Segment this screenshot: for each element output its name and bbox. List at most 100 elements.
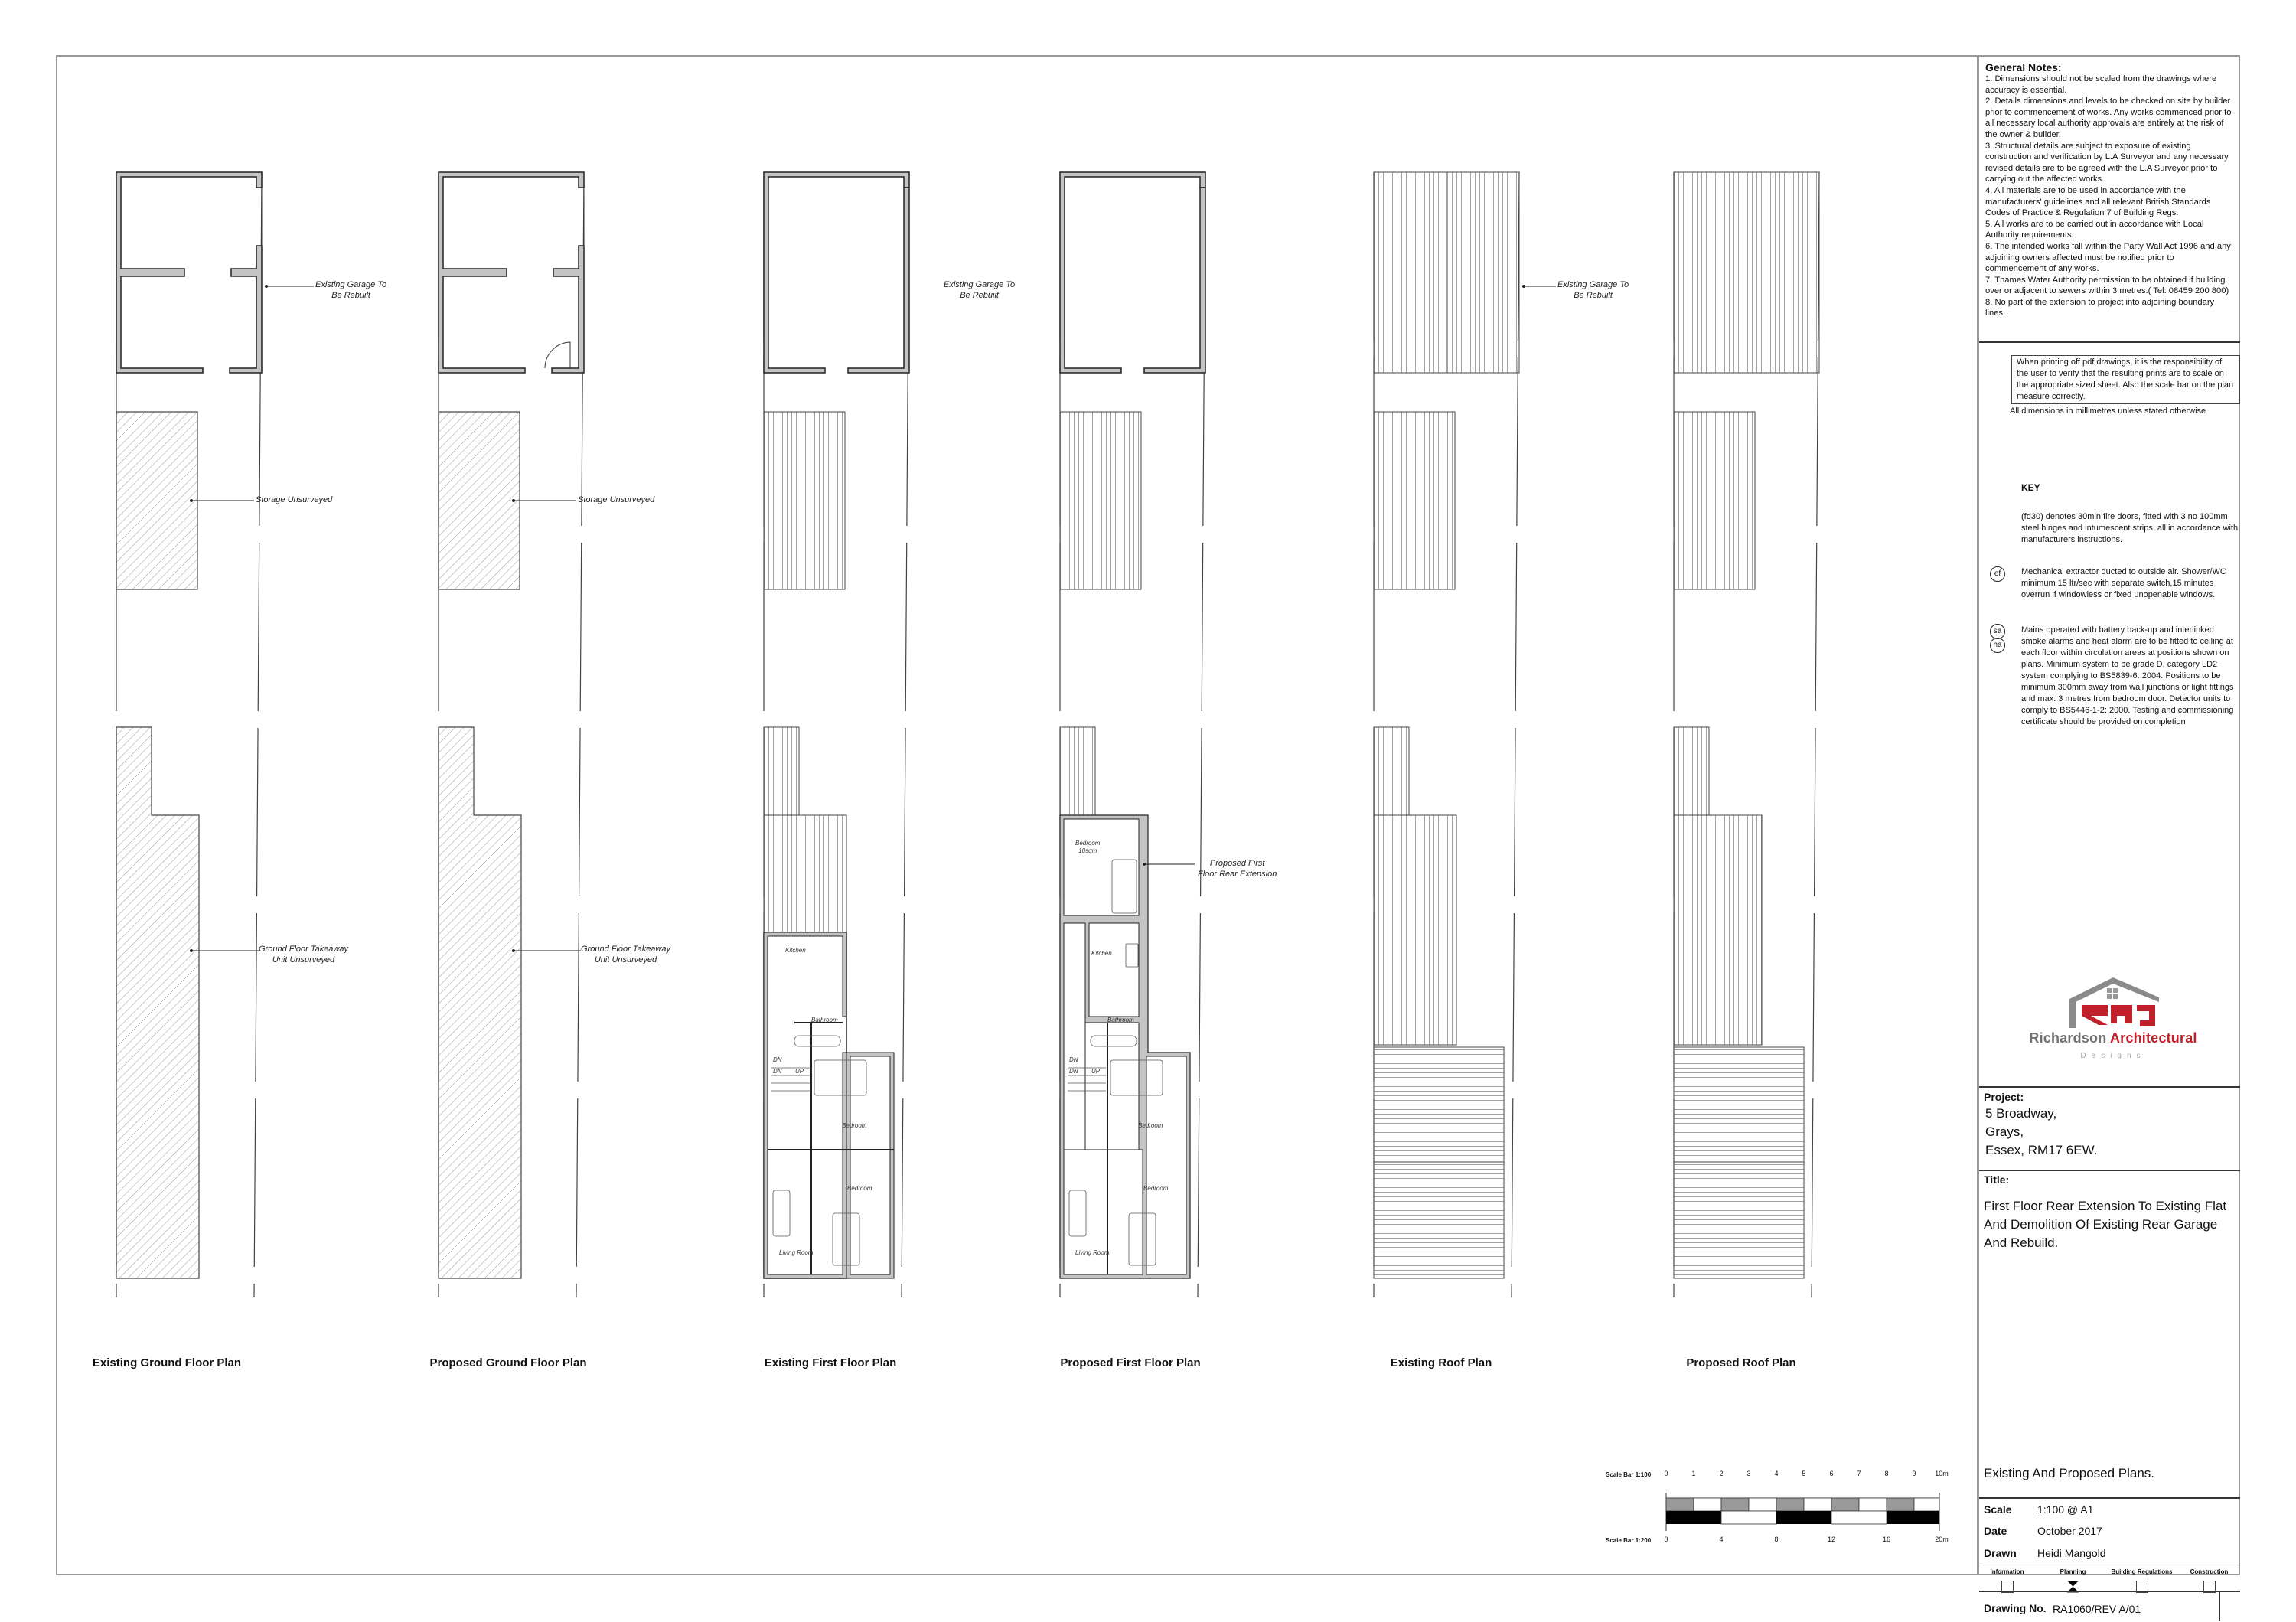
tick: 6 <box>1829 1470 1834 1477</box>
logo-wordmark: Richardson Architectural <box>2025 1030 2201 1046</box>
divider <box>1979 1591 2240 1592</box>
dimensions-note: All dimensions in millimetres unless sta… <box>2010 406 2206 416</box>
proposed-roof-plan <box>1673 171 1820 1298</box>
heat-alarm-icon: ha <box>1990 638 2005 653</box>
extractor-fan-icon: ef <box>1990 566 2005 582</box>
house-logo-icon <box>2069 977 2159 1028</box>
note-item: 4. All materials are to be used in accor… <box>1985 185 2211 218</box>
room-label-bedroom-10sqm: Bedroom 10sqm <box>1075 840 1101 854</box>
status-checkbox-information[interactable] <box>2001 1580 2014 1593</box>
tick: 12 <box>1827 1536 1836 1543</box>
scale-value: 1:100 @ A1 <box>2037 1503 2094 1516</box>
project-address-line: Grays, <box>1985 1124 2024 1139</box>
title-block: General Notes: 1. Dimensions should not … <box>1977 55 2240 1621</box>
logo-word-richardson: Richardson <box>2029 1030 2107 1046</box>
tick: 7 <box>1857 1470 1861 1477</box>
stair-label-up: UP <box>795 1068 804 1075</box>
room-label-bathroom: Bathroom <box>811 1017 838 1023</box>
room-label-bedroom: Bedroom <box>847 1185 872 1192</box>
drawing-title: First Floor Rear Extension To Existing F… <box>1984 1199 2227 1250</box>
drawn-label: Drawn <box>1984 1547 2017 1559</box>
tick: 16 <box>1882 1536 1891 1543</box>
divider <box>1979 1170 2240 1171</box>
drawing-status-row: Information Planning Building Regulation… <box>1979 1567 2240 1593</box>
tick: 2 <box>1719 1470 1724 1477</box>
note-item: 2. Details dimensions and levels to be c… <box>1985 96 2232 139</box>
title-label: Title: <box>1984 1173 2010 1186</box>
room-label-kitchen: Kitchen <box>1091 950 1112 957</box>
divider <box>1979 1497 2240 1499</box>
plan-label-existing-roof: Existing Roof Plan <box>1390 1356 1492 1369</box>
note-item: 1. Dimensions should not be scaled from … <box>1985 74 2217 95</box>
tick: 3 <box>1746 1470 1751 1477</box>
status-information: Information <box>1975 1567 2040 1593</box>
drawn-value: Heidi Mangold <box>2037 1547 2106 1559</box>
project-label: Project: <box>1984 1091 2024 1103</box>
scale-label: Scale <box>1984 1503 2012 1516</box>
tick: 5 <box>1802 1470 1806 1477</box>
drawing-no-label: Drawing No. <box>1984 1602 2047 1614</box>
scale-bar-200-label: Scale Bar 1:200 <box>1606 1537 1652 1544</box>
proposed-first-floor-plan <box>1059 171 1206 1298</box>
room-label-living-room: Living Room <box>1075 1249 1110 1256</box>
key-heading: KEY <box>2021 482 2040 493</box>
callout-takeaway-unsurveyed: Ground Floor Takeaway Unit Unsurveyed <box>259 945 348 964</box>
stair-label-dn: DN <box>1069 1068 1078 1075</box>
tick: 4 <box>1774 1470 1779 1477</box>
plan-label-existing-first: Existing First Floor Plan <box>764 1356 897 1369</box>
status-planning: Planning <box>2040 1567 2105 1593</box>
revision-box <box>2219 1591 2242 1621</box>
date-value: October 2017 <box>2037 1525 2102 1537</box>
tick: 0 <box>1664 1536 1668 1543</box>
callout-garage-rebuilt: Existing Garage To Be Rebuilt <box>944 280 1016 300</box>
plan-label-proposed-roof: Proposed Roof Plan <box>1686 1356 1796 1369</box>
status-construction: Construction <box>2177 1567 2242 1593</box>
status-checkbox-building-regulations[interactable] <box>2135 1580 2148 1593</box>
room-label-bedroom: Bedroom <box>842 1122 867 1129</box>
key-smoke-heat-alarm: Mains operated with battery back-up and … <box>2021 625 2234 726</box>
floor-plans-drawing <box>116 171 1940 1531</box>
tick: 10m <box>1935 1470 1949 1477</box>
note-item: 8. No part of the extension to project i… <box>1985 297 2215 318</box>
drawing-subtitle: Existing And Proposed Plans. <box>1984 1466 2155 1480</box>
general-notes: General Notes: 1. Dimensions should not … <box>1979 58 2240 319</box>
room-label-living-room: Living Room <box>779 1249 814 1256</box>
smoke-alarm-icon: sa <box>1990 624 2005 639</box>
callout-garage-rebuilt: Existing Garage To Be Rebuilt <box>315 280 387 300</box>
room-label-bathroom: Bathroom <box>1107 1017 1134 1023</box>
tick: 1 <box>1691 1470 1696 1477</box>
status-building-regulations: Building Regulations <box>2109 1567 2174 1593</box>
project-address-line: 5 Broadway, <box>1985 1106 2057 1121</box>
tick: 8 <box>1774 1536 1779 1543</box>
status-checkbox-construction[interactable] <box>2203 1580 2216 1593</box>
status-label: Planning <box>2060 1568 2086 1575</box>
stair-label-up: UP <box>1091 1068 1101 1075</box>
project-address-line: Essex, RM17 6EW. <box>1985 1143 2098 1157</box>
tick: 9 <box>1912 1470 1916 1477</box>
room-label-kitchen: Kitchen <box>785 947 806 954</box>
existing-ground-floor-plan <box>116 171 314 1298</box>
plan-label-existing-ground: Existing Ground Floor Plan <box>92 1356 242 1369</box>
tick: 0 <box>1664 1470 1668 1477</box>
tick: 4 <box>1719 1536 1724 1543</box>
divider <box>1979 1086 2240 1088</box>
status-label: Building Regulations <box>2111 1568 2173 1575</box>
existing-roof-plan <box>1373 171 1556 1298</box>
divider <box>1979 341 2240 343</box>
drawing-sheet-border <box>56 55 2240 1575</box>
note-item: 6. The intended works fall within the Pa… <box>1985 241 2231 274</box>
room-label-bedroom: Bedroom <box>1138 1122 1163 1129</box>
note-item: 3. Structural details are subject to exp… <box>1985 141 2229 184</box>
key-extractor: Mechanical extractor ducted to outside a… <box>2021 567 2226 599</box>
key-fd30: (fd30) denotes 30min fire doors, fitted … <box>2021 512 2239 544</box>
note-item: 5. All works are to be carried out in ac… <box>1985 219 2204 240</box>
status-label: Information <box>1990 1568 2024 1575</box>
print-notice: When printing off pdf drawings, it is th… <box>2011 355 2240 404</box>
general-notes-heading: General Notes: <box>1985 61 2062 73</box>
scale-bar-graphic <box>1665 1493 1940 1531</box>
tick: 8 <box>1884 1470 1889 1477</box>
callout-proposed-extension: Proposed First Floor Rear Extension <box>1198 859 1277 879</box>
existing-first-floor-plan <box>763 171 910 1298</box>
callout-takeaway-unsurveyed: Ground Floor Takeaway Unit Unsurveyed <box>581 945 670 964</box>
stair-label-dn: DN <box>1069 1056 1078 1063</box>
